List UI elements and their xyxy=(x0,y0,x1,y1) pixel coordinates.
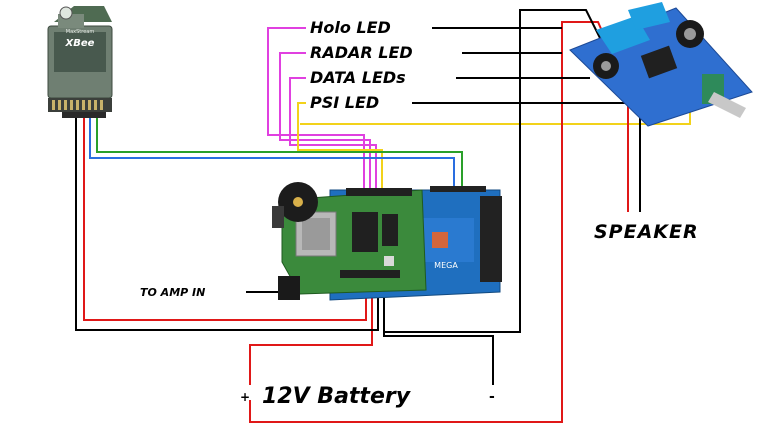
data-leds-label: DATA LEDs xyxy=(310,68,406,87)
battery-to-amp-plus xyxy=(249,21,607,423)
holo-led-wire xyxy=(267,27,365,192)
battery-plus-wire xyxy=(249,298,373,385)
xbee-ground-wire xyxy=(75,118,379,331)
mega-label: MEGA xyxy=(434,261,458,270)
psi-led-label: PSI LED xyxy=(310,93,379,112)
yellow-wires xyxy=(297,102,691,192)
xbee-brand: MaxStream xyxy=(66,29,95,35)
green-wire xyxy=(96,118,463,195)
xbee-data-wires xyxy=(89,118,463,195)
blue-wire xyxy=(89,118,455,195)
amp-in-label: TO AMP IN xyxy=(140,286,205,299)
psi-to-amp-wire xyxy=(300,112,691,125)
amp-ground-wire xyxy=(383,9,601,333)
battery-minus-wire xyxy=(383,298,494,385)
battery-minus-sign: - xyxy=(489,389,495,405)
battery-plus-sign: + xyxy=(240,390,250,404)
psi-led-wire xyxy=(297,102,383,192)
xbee-name: XBee xyxy=(65,38,95,49)
red-wires xyxy=(83,21,629,423)
xbee-module: MaxStream XBee xyxy=(47,6,113,118)
amp-board xyxy=(569,2,753,127)
holo-led-label: Holo LED xyxy=(310,18,391,37)
xbee-power-wire xyxy=(83,118,367,321)
battery-label: 12V Battery xyxy=(262,384,412,409)
speaker-label: SPEAKER xyxy=(594,221,699,243)
black-wires xyxy=(75,9,641,385)
data-leds-wire xyxy=(289,77,377,192)
wave-shield xyxy=(272,182,427,300)
radar-led-label: RADAR LED xyxy=(310,43,413,62)
